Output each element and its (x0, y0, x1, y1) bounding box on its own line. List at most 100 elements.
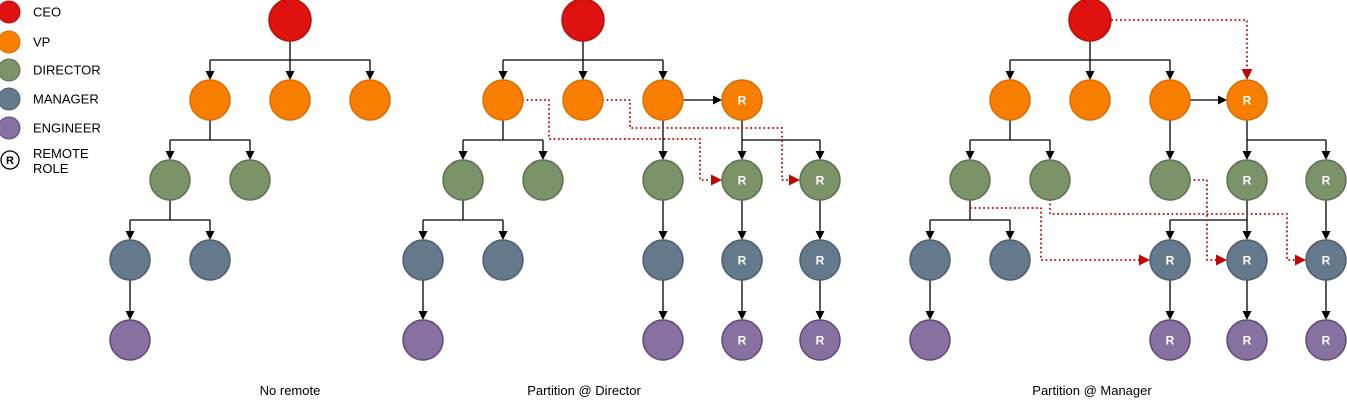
arrowhead (815, 311, 825, 320)
diagram-caption: Partition @ Manager (1032, 383, 1152, 398)
legend-label-manager: MANAGER (33, 92, 99, 107)
remote-role-letter: R (816, 173, 825, 187)
remote-role-letter: R (1243, 93, 1252, 107)
remote-role-letter: R (1243, 173, 1252, 187)
node-vp (642, 79, 684, 121)
node-engineer-remote (1305, 319, 1347, 361)
node-manager (989, 239, 1031, 281)
legend-label-vp: VP (33, 35, 50, 50)
arrowhead (1005, 71, 1015, 80)
node-vp (1149, 79, 1191, 121)
legend-swatch-vp (0, 30, 21, 54)
legend-swatch-director (0, 58, 21, 82)
node-director (442, 159, 484, 201)
node-director (1029, 159, 1071, 201)
remote-role-letter: R (816, 253, 825, 267)
node-engineer (642, 319, 684, 361)
node-vp (349, 79, 391, 121)
arrowhead (498, 71, 508, 80)
node-engineer-remote (799, 319, 841, 361)
remote-role-letter: R (1322, 333, 1331, 347)
arrowhead (713, 95, 722, 105)
diagram-caption: No remote (260, 383, 321, 398)
node-vp-remote (1226, 79, 1268, 121)
arrowhead (925, 311, 935, 320)
diagram-caption: Partition @ Director (527, 383, 641, 398)
node-director-remote (1226, 159, 1268, 201)
node-engineer-remote (721, 319, 763, 361)
node-vp (482, 79, 524, 121)
legend-remote-letter: R (6, 155, 14, 167)
arrowhead (285, 71, 295, 80)
legend-remote-circle (0, 150, 20, 170)
arrowhead (925, 231, 935, 240)
node-engineer (909, 319, 951, 361)
arrowhead (1165, 231, 1175, 240)
arrowhead (1242, 231, 1252, 240)
remote-role-letter: R (1322, 253, 1331, 267)
arrowhead (165, 151, 175, 160)
node-engineer (402, 319, 444, 361)
remote-role-letter: R (1322, 173, 1331, 187)
node-vp-remote (721, 79, 763, 121)
arrowhead (737, 231, 747, 240)
remote-role-letter: R (1166, 333, 1175, 347)
arrowhead (498, 231, 508, 240)
node-vp (1069, 79, 1111, 121)
arrowhead (365, 71, 375, 80)
dotted-arrowhead (1139, 254, 1150, 266)
dotted-arrowhead (1241, 69, 1253, 80)
node-engineer-remote (1226, 319, 1268, 361)
node-director (522, 159, 564, 201)
arrowhead (1005, 231, 1015, 240)
arrowhead (578, 71, 588, 80)
node-engineer (109, 319, 151, 361)
node-director (1149, 159, 1191, 201)
edge-dotted (1049, 199, 1296, 261)
dotted-arrowhead (789, 174, 800, 186)
arrowhead (658, 151, 668, 160)
arrowhead (1321, 311, 1331, 320)
arrowhead (658, 311, 668, 320)
legend-swatch-engineer (0, 116, 21, 140)
edge-dotted (969, 199, 1140, 261)
node-vp (189, 79, 231, 121)
remote-role-letter: R (1166, 253, 1175, 267)
arrowhead (1242, 151, 1252, 160)
edge-dotted (1111, 19, 1248, 70)
arrowhead (418, 311, 428, 320)
node-director (642, 159, 684, 201)
remote-role-letter: R (1243, 333, 1252, 347)
arrowhead (965, 151, 975, 160)
arrowhead (125, 311, 135, 320)
arrowhead (125, 231, 135, 240)
node-manager (402, 239, 444, 281)
arrowhead (538, 151, 548, 160)
arrowhead (245, 151, 255, 160)
dotted-arrowhead (1295, 254, 1306, 266)
arrowhead (1321, 151, 1331, 160)
node-director (149, 159, 191, 201)
arrowhead (1165, 71, 1175, 80)
remote-role-letter: R (1243, 253, 1252, 267)
node-director (229, 159, 271, 201)
legend-label-remote-line1: REMOTE (33, 146, 89, 161)
dotted-arrowhead (711, 174, 722, 186)
node-manager-remote (799, 239, 841, 281)
legend-label-ceo: CEO (33, 5, 61, 20)
arrowhead (658, 231, 668, 240)
node-vp (562, 79, 604, 121)
remote-role-letter: R (738, 253, 747, 267)
node-director-remote (799, 159, 841, 201)
arrowhead (458, 151, 468, 160)
legend-label-remote-line2: ROLE (33, 161, 69, 176)
node-manager-remote (1149, 239, 1191, 281)
legend-swatch-manager (0, 87, 21, 111)
arrowhead (1165, 151, 1175, 160)
node-director-remote (1305, 159, 1347, 201)
remote-role-letter: R (816, 333, 825, 347)
node-engineer-remote (1149, 319, 1191, 361)
